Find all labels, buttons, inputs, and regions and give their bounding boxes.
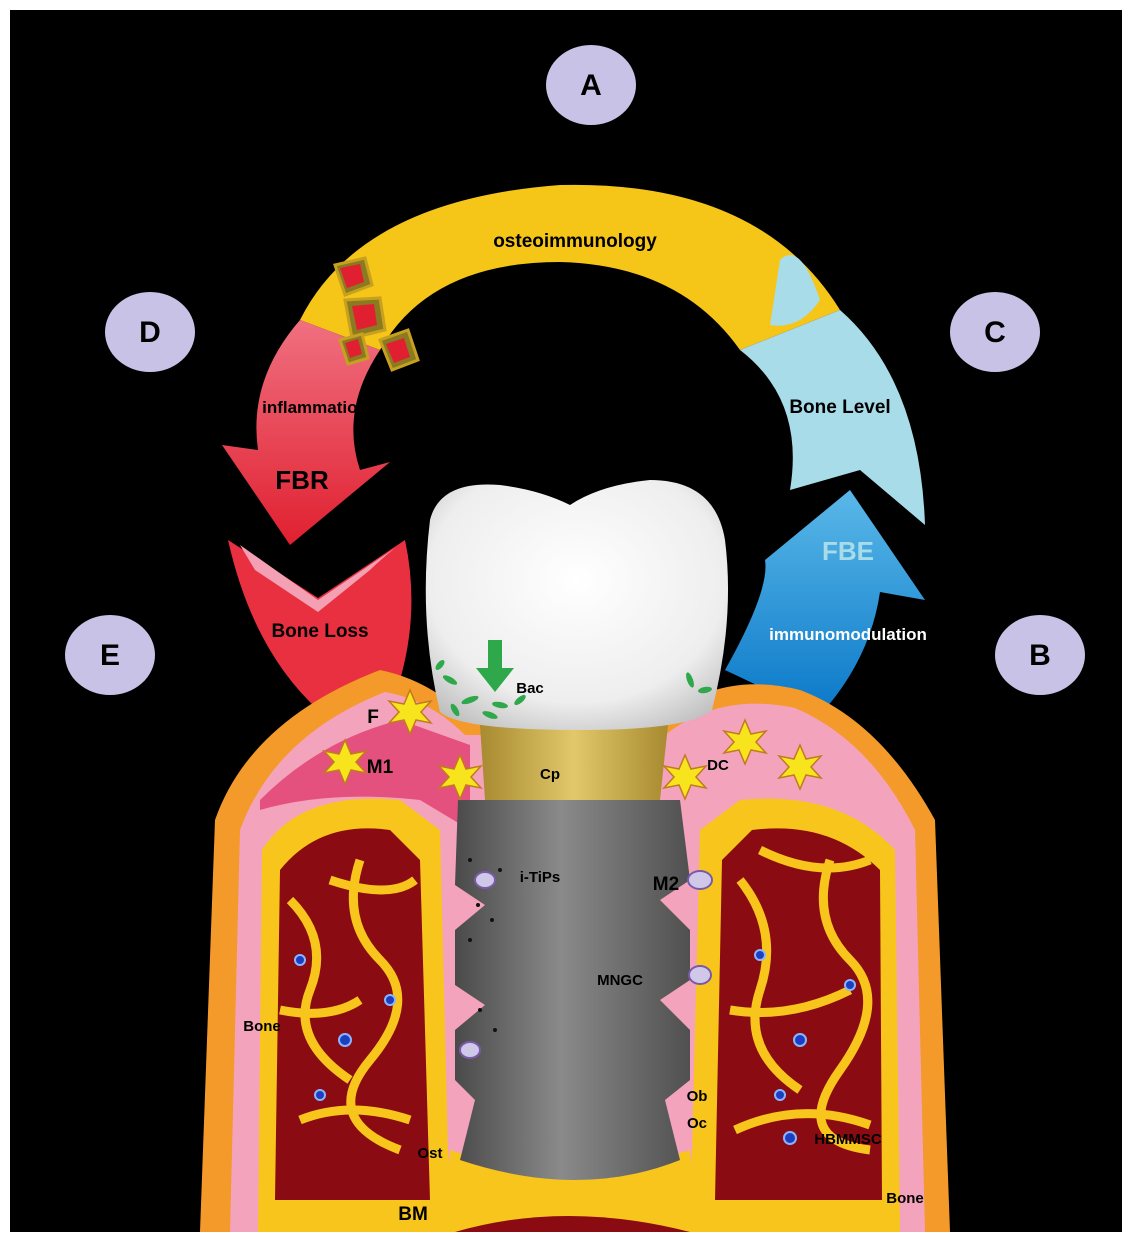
m2-label: M2 — [653, 874, 679, 895]
itips-label: i-TiPs — [520, 869, 561, 886]
dc-label: DC — [707, 757, 729, 774]
bone-level-label: Bone Level — [789, 397, 890, 418]
dental-implant — [426, 480, 728, 1180]
cp-label: Cp — [540, 766, 560, 783]
panel-e-marker: E — [65, 615, 155, 695]
panel-a-label: A — [580, 69, 602, 102]
panel-a-marker: A — [546, 45, 636, 125]
inflammation-label: inflammation — [262, 398, 368, 417]
bone-loss-label: Bone Loss — [271, 621, 368, 642]
oc-label: Oc — [687, 1115, 707, 1132]
panel-d-marker: D — [105, 292, 195, 372]
mngc-label: MNGC — [597, 972, 643, 989]
m1-label: M1 — [367, 757, 394, 778]
panel-d-label: D — [139, 316, 161, 349]
panel-b-marker: B — [995, 615, 1085, 695]
bone-right-label: Bone — [886, 1190, 924, 1207]
f-label: F — [367, 707, 379, 728]
osteoimmunology-label: osteoimmunology — [493, 231, 657, 252]
panel-b-label: B — [1029, 639, 1051, 672]
crown — [426, 480, 728, 730]
implant-fixture — [455, 800, 690, 1180]
panel-c-label: C — [984, 316, 1006, 349]
abutment — [480, 725, 668, 800]
fbr-label: FBR — [275, 465, 329, 495]
hbmmsc-label: HBMMSC — [814, 1131, 882, 1148]
bac-label: Bac — [516, 680, 544, 697]
fbe-label: FBE — [822, 536, 874, 566]
ob-label: Ob — [687, 1088, 708, 1105]
bone-left-label: Bone — [243, 1018, 281, 1035]
panel-c-marker: C — [950, 292, 1040, 372]
immunomodulation-label: immunomodulation — [769, 625, 927, 644]
bm-label: BM — [398, 1204, 428, 1225]
panel-e-label: E — [100, 639, 120, 672]
ost-label: Ost — [417, 1145, 442, 1162]
